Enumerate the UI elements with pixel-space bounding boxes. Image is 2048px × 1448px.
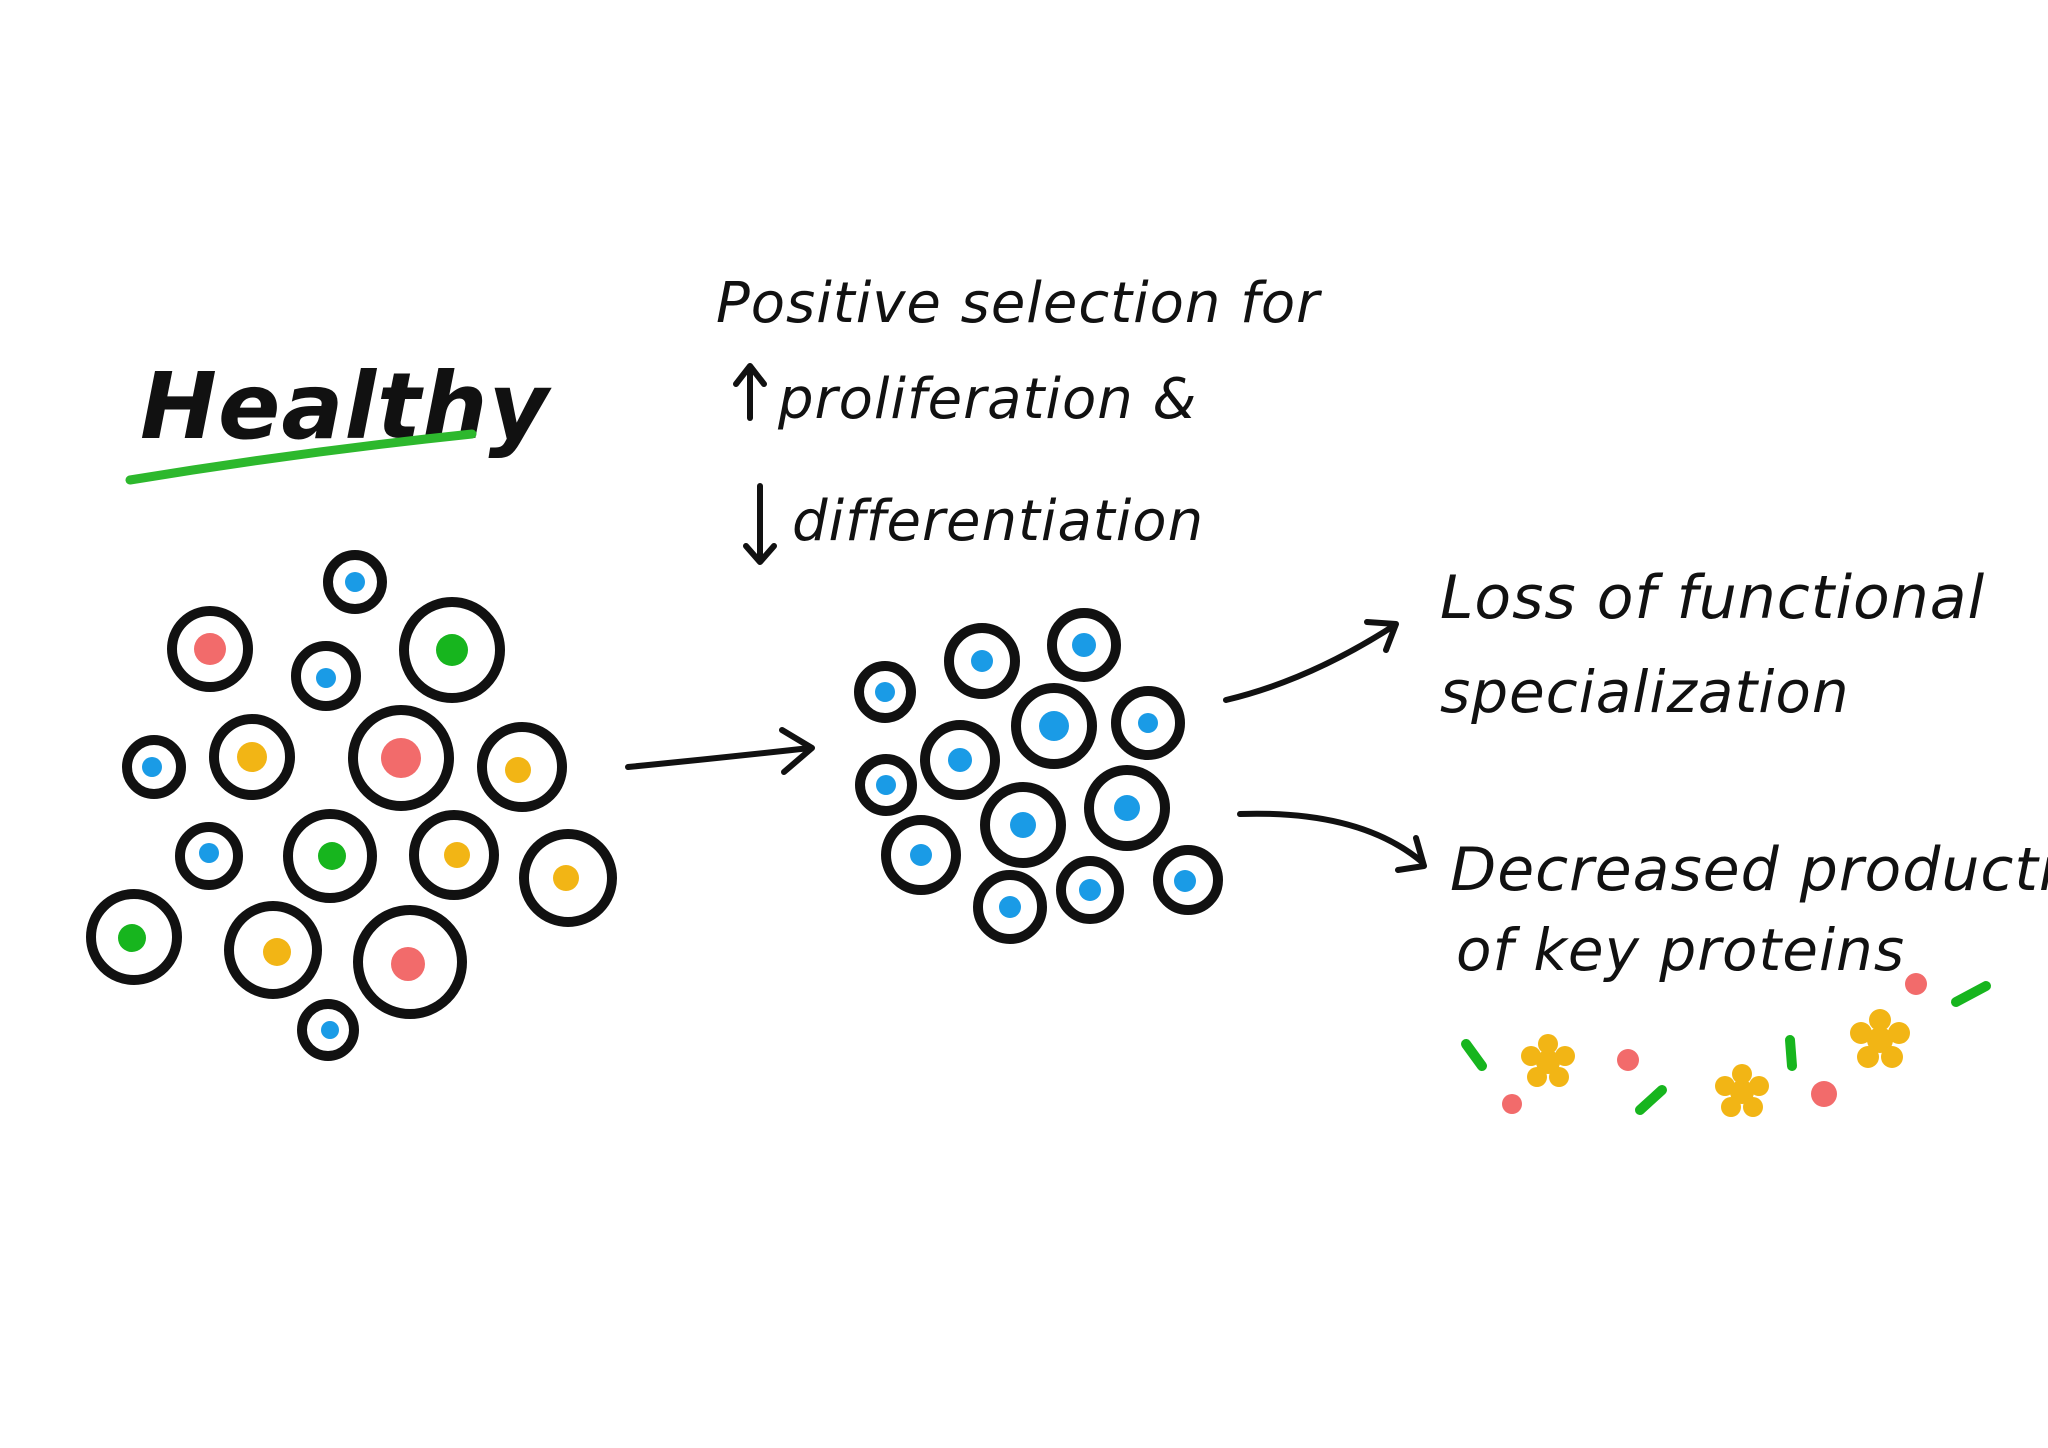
outcome-1-line-2: specialization [1440,658,1850,726]
outcome-1-line-1: Loss of functional [1440,563,1985,633]
cell [297,999,359,1061]
healthy-underline [125,429,477,485]
cell [1047,608,1121,682]
cell [519,829,617,927]
cell [323,550,387,614]
green-protein [1785,1035,1797,1071]
outcome-2-line-1: Decreased production [1450,835,2048,905]
cell [399,597,505,703]
cell [980,782,1066,868]
cell [86,889,182,985]
down-arrow-icon [743,483,777,565]
cell [122,735,186,799]
up-arrow-icon [733,363,767,421]
cell [409,810,499,900]
cell [1111,686,1185,760]
yellow-protein [1521,1034,1575,1087]
selection-line-3: differentiation [792,489,1204,554]
outcome-arrow-lower [1237,810,1427,873]
red-protein [1502,1094,1522,1114]
cell [973,870,1047,944]
yellow-protein [1850,1009,1910,1068]
cell [209,714,295,800]
cell [291,641,361,711]
cell [348,705,454,811]
selection-line-1: Positive selection for [716,271,1322,336]
red-protein [1905,973,1927,995]
healthy-title: Healthy [140,353,552,460]
proteins-decoration [1461,973,1991,1117]
cell [353,905,467,1019]
red-protein [1617,1049,1639,1071]
green-protein [1635,1085,1667,1115]
cell [167,606,253,692]
cell [854,661,916,723]
selection-line-2: proliferation & [777,367,1197,432]
green-protein [1461,1039,1487,1071]
clonal-cell-cluster [854,608,1223,944]
cell [1084,765,1170,851]
outcome-2-line-2: of key proteins [1456,916,1905,984]
yellow-protein [1715,1064,1769,1117]
cell [1153,845,1223,915]
transition-arrow [625,727,815,775]
cell [175,822,243,890]
cell [944,623,1020,699]
cell [920,720,1000,800]
cell [1011,683,1097,769]
cell [283,809,377,903]
red-protein [1811,1081,1837,1107]
cell [855,754,917,816]
healthy-cell-cluster [86,550,617,1061]
cell [1056,856,1124,924]
cell [477,722,567,812]
outcome-arrow-upper [1223,619,1399,703]
cell [224,901,322,999]
green-protein [1951,981,1991,1007]
cell [881,815,961,895]
